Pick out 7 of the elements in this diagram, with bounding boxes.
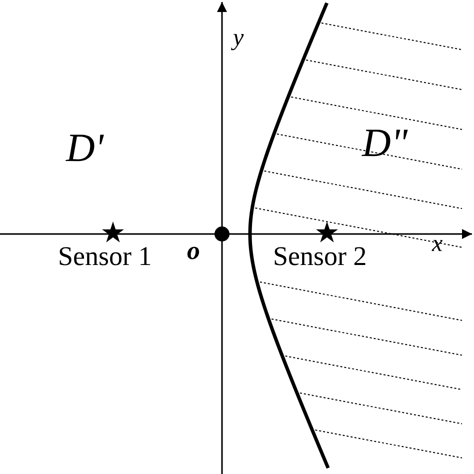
axis-label: x: [432, 232, 443, 256]
origin-label: o: [187, 238, 200, 264]
sensor-label: Sensor 2: [273, 243, 367, 270]
sensor-label: Sensor 1: [58, 243, 152, 270]
axis-label: y: [233, 26, 244, 50]
region-label: D": [362, 123, 408, 163]
region-label: D': [66, 128, 104, 168]
